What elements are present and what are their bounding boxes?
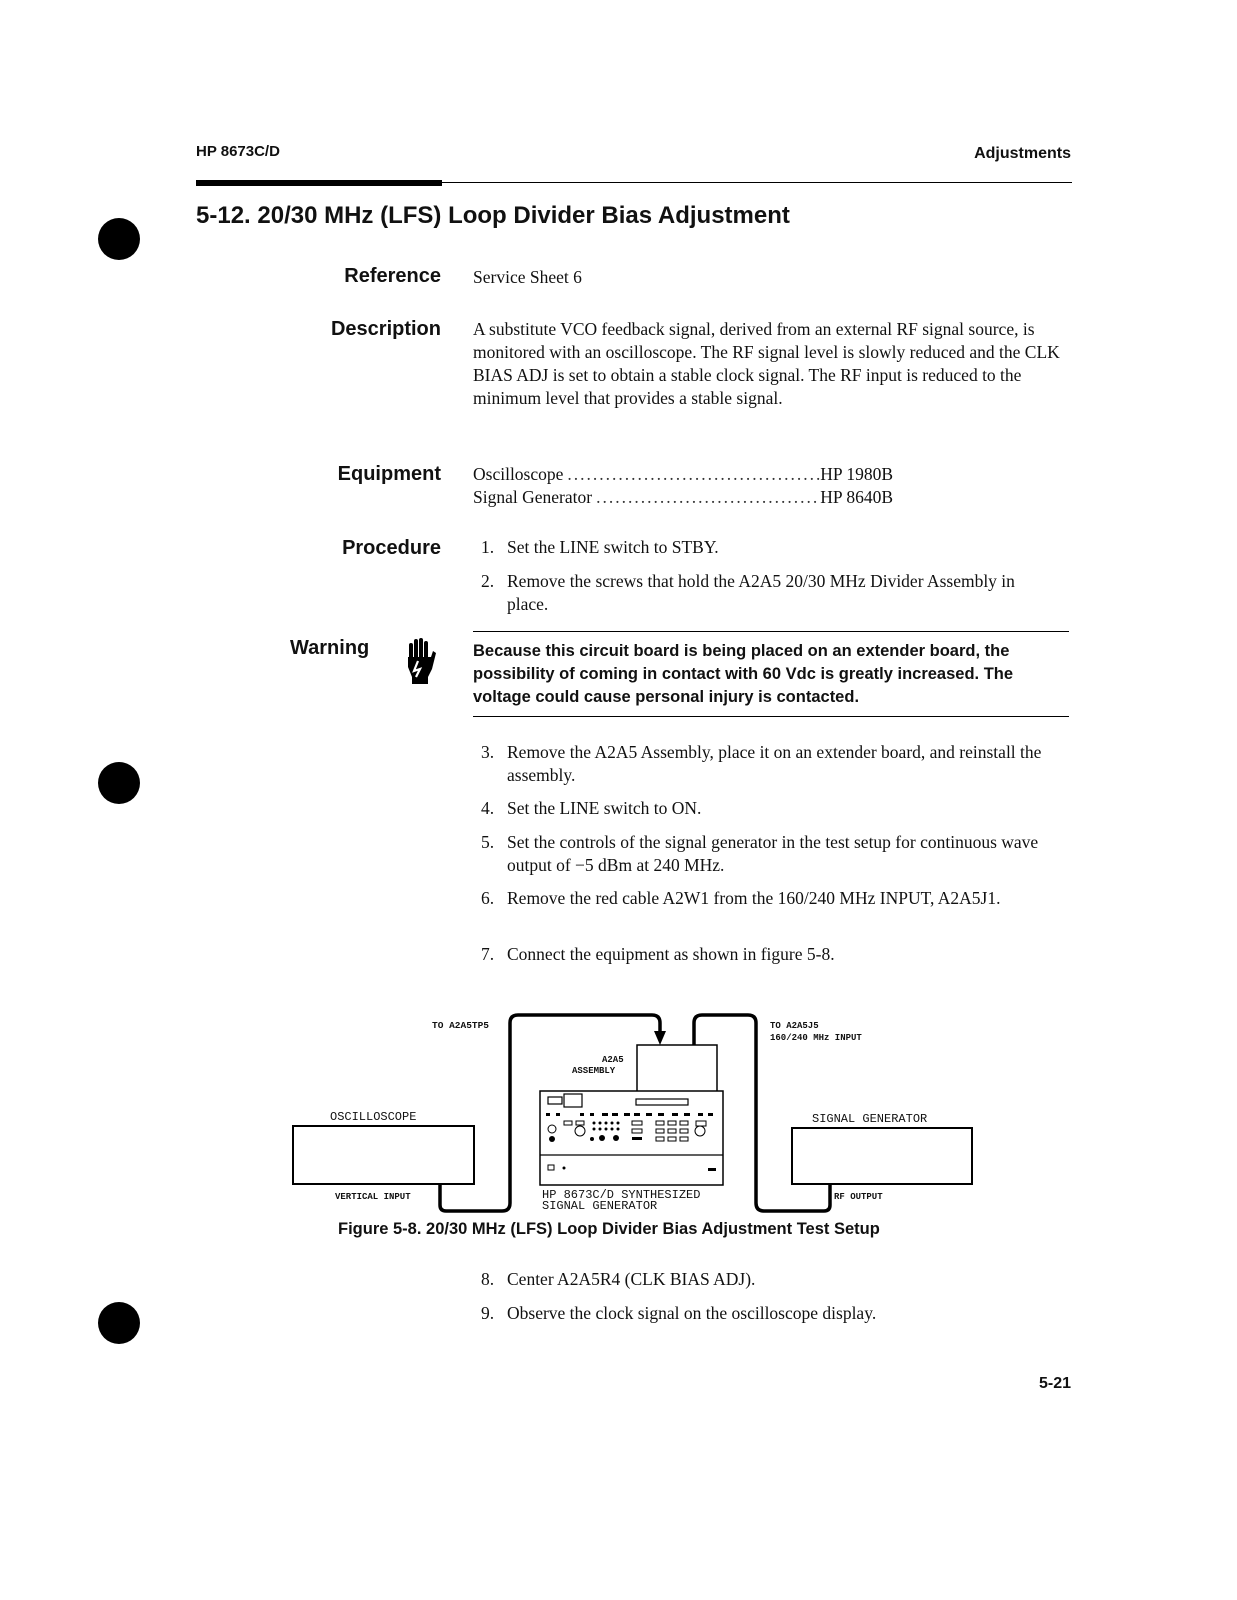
page-number: 5-21 <box>1038 1375 1071 1392</box>
label-assembly-1: A2A5 <box>602 1055 624 1065</box>
header-rule <box>196 182 1072 183</box>
label-input: 160/240 MHz INPUT <box>770 1033 862 1043</box>
warning-label: Warning <box>290 637 370 659</box>
procedure-label: Procedure <box>342 537 441 559</box>
step-text: Remove the A2A5 Assembly, place it on an… <box>507 742 1042 785</box>
equipment-item: Signal Generator HP 8640B <box>473 486 893 509</box>
leader-dots <box>563 463 820 486</box>
label-vertical-input: VERTICAL INPUT <box>335 1192 411 1202</box>
header-section: Adjustments <box>974 145 1071 162</box>
oscilloscope-box <box>292 1125 475 1185</box>
equipment-list: Oscilloscope HP 1980B Signal Generator H… <box>473 463 1073 509</box>
step-number: 9. <box>481 1303 495 1323</box>
test-setup-diagram: TO A2A5TP5 TO A2A5J5 160/240 MHz INPUT A… <box>292 1013 973 1213</box>
step-text: Connect the equipment as shown in figure… <box>507 944 835 964</box>
label-rf-output: RF OUTPUT <box>834 1192 883 1202</box>
reference-text: Service Sheet 6 <box>473 267 582 287</box>
header-rule-thick <box>196 180 442 186</box>
cables <box>438 1013 832 1213</box>
procedure-step: 6. Remove the red cable A2W1 from the 16… <box>481 887 1041 910</box>
step-number: 5. <box>481 832 495 852</box>
synthesizer-front-panel <box>539 1090 724 1186</box>
cable-arrow <box>654 1031 666 1045</box>
reference-label: Reference <box>344 265 441 287</box>
step-number: 6. <box>481 888 495 908</box>
warning-rule-top <box>473 631 1069 632</box>
binder-hole-middle <box>98 762 140 804</box>
section-title: 5-12. 20/30 MHz (LFS) Loop Divider Bias … <box>196 202 790 229</box>
binder-hole-bottom <box>98 1302 140 1344</box>
step-text: Observe the clock signal on the oscillos… <box>507 1303 877 1323</box>
a2a5-assembly-board <box>636 1044 718 1094</box>
equipment-model: HP 1980B <box>820 464 893 484</box>
figure-caption: Figure 5-8. 20/30 MHz (LFS) Loop Divider… <box>338 1220 880 1238</box>
procedure-step: 8. Center A2A5R4 (CLK BIAS ADJ). <box>481 1268 1071 1291</box>
label-signal-generator: SIGNAL GENERATOR <box>812 1112 927 1126</box>
step-number: 7. <box>481 944 495 964</box>
procedure-step: 1. Set the LINE switch to STBY. <box>481 536 1071 559</box>
step-number: 1. <box>481 537 495 557</box>
step-text: Set the controls of the signal generator… <box>507 832 1039 875</box>
label-to-tp: TO A2A5TP5 <box>432 1020 489 1031</box>
step-number: 3. <box>481 742 495 762</box>
step-text: Set the LINE switch to STBY. <box>507 537 719 557</box>
procedure-step: 5. Set the controls of the signal genera… <box>481 831 1041 877</box>
step-number: 4. <box>481 798 495 818</box>
label-device-1: HP 8673C/D SYNTHESIZED <box>542 1188 700 1202</box>
label-to-j5: TO A2A5J5 <box>770 1021 819 1031</box>
description-label: Description <box>330 318 441 340</box>
label-device-2: SIGNAL GENERATOR <box>542 1199 657 1213</box>
equipment-label: Equipment <box>337 463 441 485</box>
procedure-step: 2. Remove the screws that hold the A2A5 … <box>481 570 1041 616</box>
signal-generator-box <box>791 1127 973 1185</box>
binder-hole-top <box>98 218 140 260</box>
step-text: Center A2A5R4 (CLK BIAS ADJ). <box>507 1269 756 1289</box>
header-model: HP 8673C/D <box>196 143 280 160</box>
procedure-step: 7. Connect the equipment as shown in fig… <box>481 943 1071 966</box>
equipment-name: Signal Generator <box>473 487 593 507</box>
leader-dots <box>592 486 820 509</box>
label-assembly-2: ASSEMBLY <box>572 1066 616 1076</box>
procedure-step: 3. Remove the A2A5 Assembly, place it on… <box>481 741 1071 787</box>
warning-rule-bottom <box>473 716 1069 717</box>
equipment-item: Oscilloscope HP 1980B <box>473 463 893 486</box>
cable-rf <box>692 1013 832 1213</box>
equipment-name: Oscilloscope <box>473 464 564 484</box>
procedure-step: 9. Observe the clock signal on the oscil… <box>481 1302 1071 1325</box>
equipment-model: HP 8640B <box>820 487 893 507</box>
step-text: Remove the red cable A2W1 from the 160/2… <box>507 888 1001 908</box>
hand-warning-icon <box>408 638 436 684</box>
label-oscilloscope: OSCILLOSCOPE <box>330 1110 416 1124</box>
cable-probe <box>438 1013 662 1213</box>
procedure-step: 4. Set the LINE switch to ON. <box>481 797 1071 820</box>
step-number: 2. <box>481 571 495 591</box>
step-text: Set the LINE switch to ON. <box>507 798 702 818</box>
step-number: 8. <box>481 1269 495 1289</box>
description-text: A substitute VCO feedback signal, derive… <box>473 319 1060 408</box>
step-text: Remove the screws that hold the A2A5 20/… <box>507 571 1015 614</box>
warning-text: Because this circuit board is being plac… <box>473 642 1014 706</box>
